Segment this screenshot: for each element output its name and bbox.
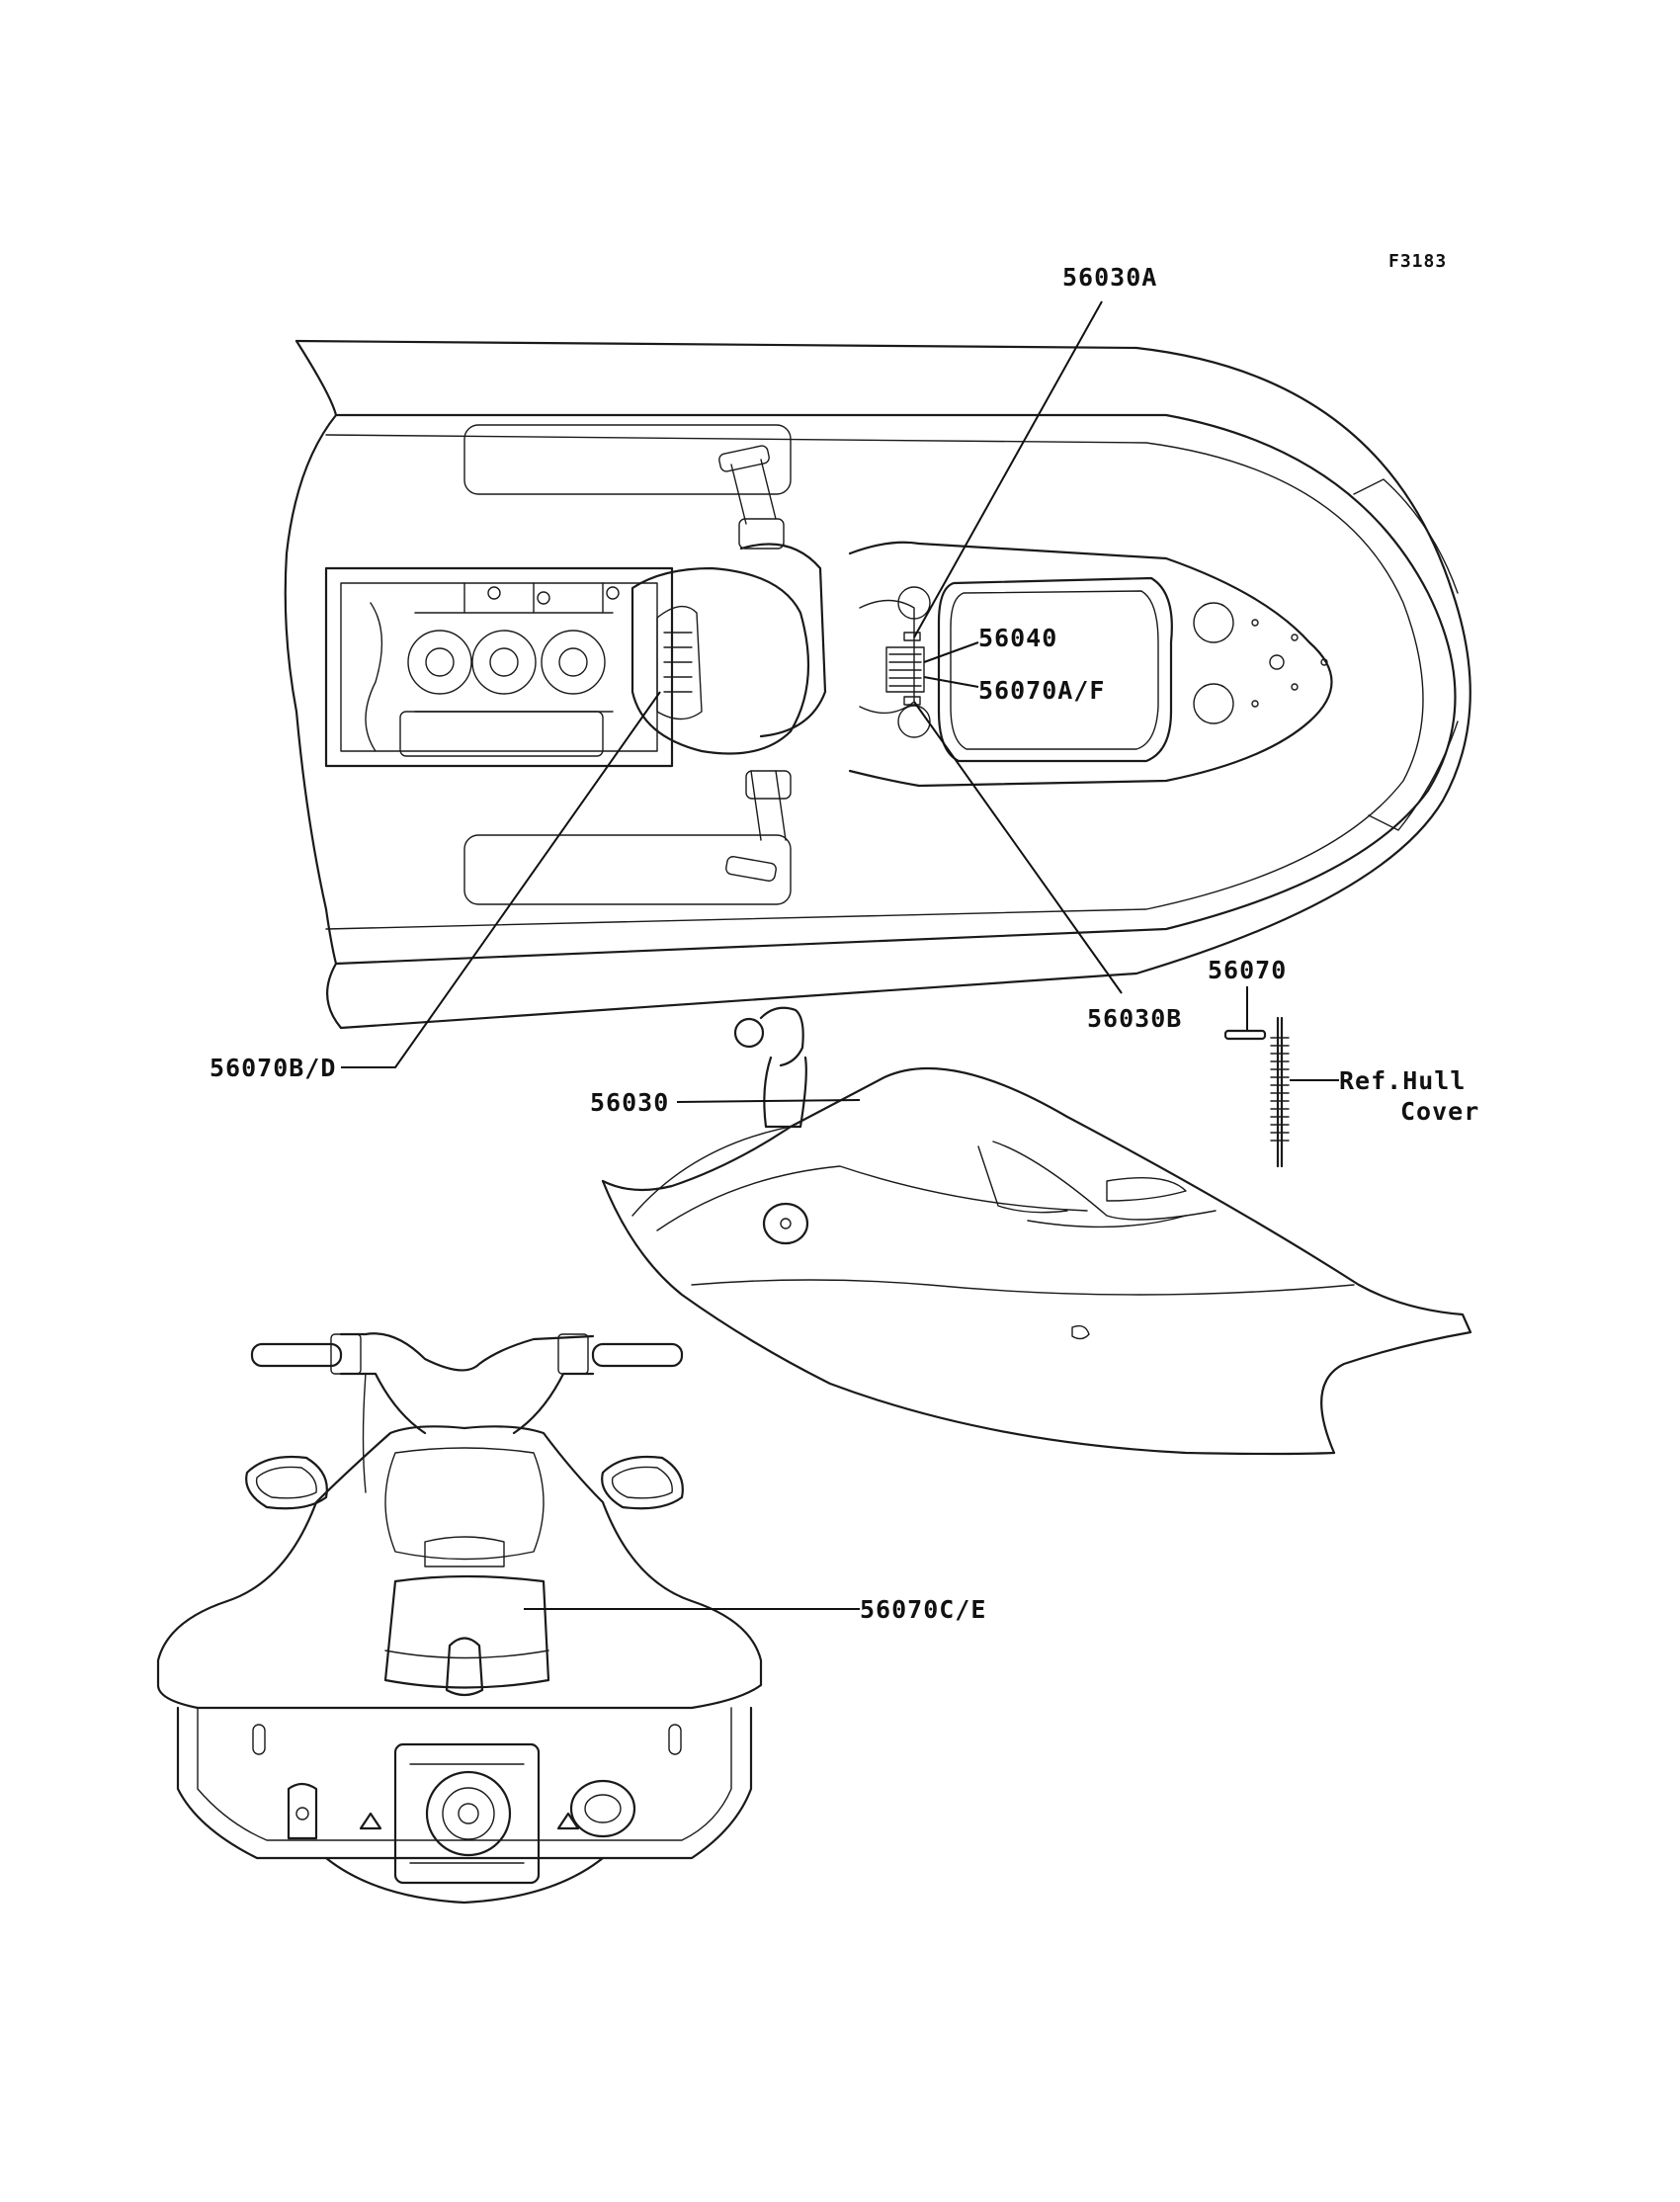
callout-56070CE: 56070C/E — [860, 1595, 987, 1624]
side-view-hull — [601, 1006, 1472, 1456]
callout-56030A: 56030A — [1062, 263, 1158, 292]
callout-56070BD: 56070B/D — [210, 1054, 337, 1082]
callout-56040: 56040 — [978, 624, 1058, 652]
ref-hull-label: Ref.Hull — [1339, 1066, 1467, 1095]
figure-id: F3183 — [1388, 251, 1448, 272]
callout-56070AF: 56070A/F — [978, 676, 1106, 705]
callout-56070: 56070 — [1208, 956, 1288, 984]
ref-cover-label: Cover — [1400, 1097, 1480, 1126]
callout-56030B: 56030B — [1087, 1004, 1183, 1033]
decal-strip-56070 — [1223, 1016, 1290, 1168]
top-view-hull — [284, 339, 1471, 1030]
callout-56030: 56030 — [590, 1088, 670, 1117]
rear-view-hull — [156, 1332, 763, 1905]
leader-lines — [341, 300, 1339, 1610]
